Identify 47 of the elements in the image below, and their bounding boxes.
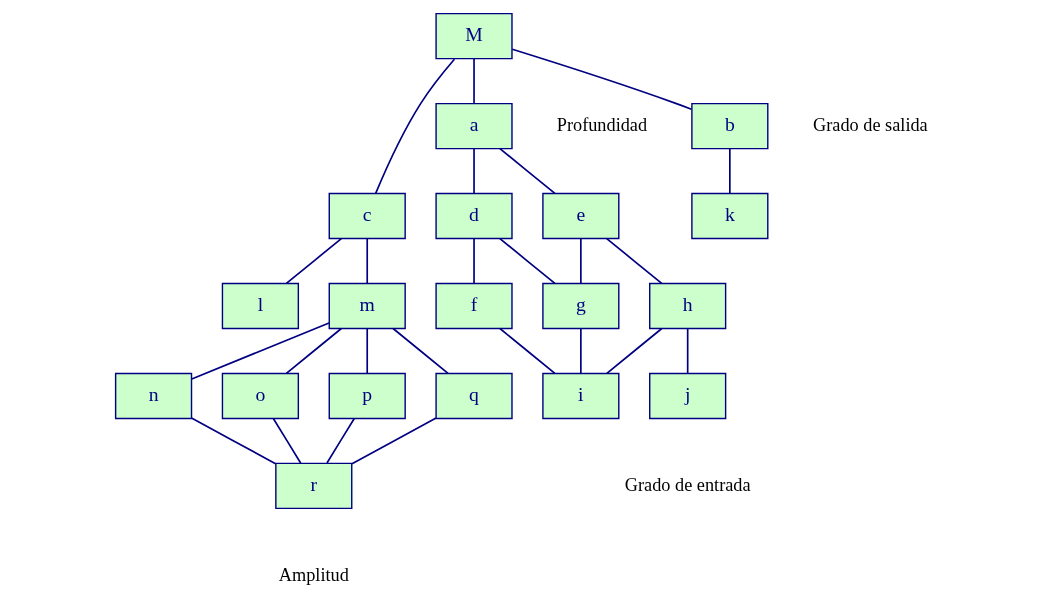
connector bbox=[473, 237, 475, 284]
connector bbox=[473, 57, 475, 105]
connector bbox=[285, 237, 343, 285]
node-box: r bbox=[275, 462, 353, 510]
node-box: h bbox=[649, 282, 727, 330]
node-box: m bbox=[328, 282, 406, 330]
connector bbox=[511, 48, 693, 111]
node-box: i bbox=[542, 372, 620, 420]
connector bbox=[729, 147, 731, 194]
node-box: g bbox=[542, 282, 620, 330]
node-box: k bbox=[691, 192, 769, 240]
label: Grado de salida bbox=[813, 114, 928, 135]
connector bbox=[374, 58, 456, 195]
node-box: p bbox=[328, 372, 406, 420]
label: Grado de entrada bbox=[624, 474, 751, 495]
connector bbox=[473, 147, 475, 194]
connector bbox=[190, 322, 330, 380]
node-box: a bbox=[435, 102, 513, 150]
connector bbox=[351, 417, 437, 465]
label: Amplitud bbox=[278, 564, 349, 585]
connector bbox=[499, 327, 556, 375]
connector bbox=[366, 237, 369, 284]
node-box: f bbox=[435, 282, 513, 330]
node-box: M bbox=[435, 12, 513, 60]
connector bbox=[190, 417, 277, 465]
node-box: c bbox=[328, 192, 406, 240]
connector bbox=[686, 327, 689, 374]
connector bbox=[580, 327, 582, 374]
connector bbox=[580, 237, 582, 284]
connector bbox=[605, 237, 663, 285]
connector bbox=[499, 237, 556, 285]
node-box: j bbox=[649, 372, 727, 420]
connector bbox=[499, 147, 556, 195]
connector bbox=[606, 327, 663, 375]
connector bbox=[392, 327, 449, 375]
connector bbox=[285, 327, 343, 375]
connector bbox=[326, 417, 356, 464]
node-box: b bbox=[691, 102, 769, 150]
connector bbox=[366, 327, 369, 374]
node-box: d bbox=[435, 192, 513, 240]
node-box: l bbox=[221, 282, 300, 330]
node-box: o bbox=[221, 372, 300, 420]
connector bbox=[272, 417, 302, 464]
node-box: e bbox=[542, 192, 620, 240]
node-box: q bbox=[435, 372, 513, 420]
label: Profundidad bbox=[556, 114, 648, 135]
node-box: n bbox=[114, 372, 193, 420]
